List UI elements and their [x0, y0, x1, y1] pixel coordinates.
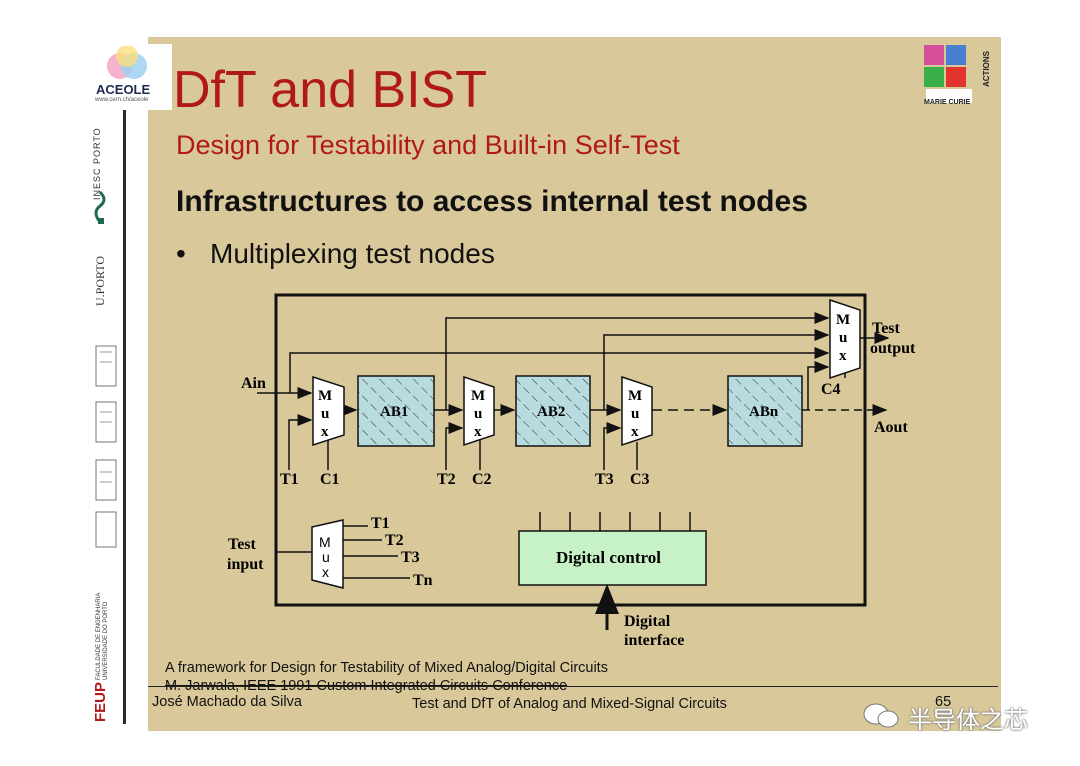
marie-curie-label: MARIE CURIE — [924, 99, 971, 106]
mux-out-label-t3: T3 — [401, 549, 420, 566]
control-output-pins — [539, 512, 691, 531]
bullet-item: • Multiplexing test nodes — [176, 238, 495, 270]
mux-1 — [312, 375, 345, 447]
c1-label: C1 — [320, 471, 340, 488]
block-ab1 — [357, 375, 435, 447]
mux3-u: u — [631, 406, 639, 422]
mux3-x: x — [631, 424, 639, 440]
block-label-abn: ABn — [749, 404, 779, 420]
c2-label: C2 — [472, 471, 492, 488]
c3-label: C3 — [630, 471, 650, 488]
t3-label: T3 — [595, 471, 614, 488]
t1-label: T1 — [280, 471, 299, 488]
mux2-m: M — [471, 388, 485, 404]
mux4-m: M — [836, 312, 850, 328]
block-label-ab2: AB2 — [537, 404, 565, 420]
building-drawing-icon — [95, 345, 117, 548]
sidebar-divider — [123, 110, 126, 724]
diagram-frame — [274, 293, 867, 607]
test-output-label-1: Test — [872, 320, 901, 337]
test-input-label-2: input — [227, 556, 264, 573]
bullet-dot: • — [176, 238, 186, 269]
mux1-x: x — [321, 424, 329, 440]
mux5-m: M — [319, 534, 331, 550]
mux5-u: u — [322, 549, 330, 565]
block-abn — [727, 375, 803, 447]
aceole-circles-icon — [107, 46, 147, 79]
footer-course: Test and DfT of Analog and Mixed-Signal … — [412, 696, 727, 712]
mux-2 — [463, 375, 495, 447]
aceole-url: www.cern.ch/aceole — [95, 97, 149, 103]
marie-curie-icon — [924, 45, 972, 103]
digital-control-label: Digital control — [556, 548, 661, 567]
aceole-name: ACEOLE — [96, 82, 151, 97]
mux2-x: x — [474, 424, 482, 440]
marie-curie-logo: MARIE CURIE ACTIONS — [922, 43, 996, 109]
t2-label: T2 — [437, 471, 456, 488]
mux1-m: M — [318, 388, 332, 404]
mux1-u: u — [321, 406, 329, 422]
watermark-text: 半导体之芯 — [908, 707, 1028, 734]
ain-label: Ain — [241, 375, 266, 392]
bullet-text: Multiplexing test nodes — [210, 238, 495, 269]
section-heading: Infrastructures to access internal test … — [176, 185, 808, 218]
test-input-label-1: Test — [228, 536, 257, 553]
mux2-u: u — [474, 406, 482, 422]
t2-wire — [445, 422, 464, 470]
block-label-ab1: AB1 — [380, 404, 408, 420]
slide-subtitle: Design for Testability and Built-in Self… — [176, 130, 680, 160]
page-number: 65 — [935, 694, 952, 710]
digital-interface-label-1: Digital — [624, 613, 671, 630]
mux-3 — [621, 375, 653, 447]
slide-title: DfT and BIST — [173, 61, 488, 119]
mux-out-label-tn: Tn — [413, 572, 433, 589]
sidebar — [80, 37, 148, 731]
wechat-icon — [863, 703, 899, 728]
tap-ain — [289, 347, 830, 393]
tap-abn — [807, 361, 830, 410]
footer-divider — [148, 686, 998, 687]
mux-test-input — [311, 519, 344, 589]
aout-label: Aout — [874, 419, 908, 436]
mux4-x: x — [839, 348, 847, 364]
mux-test-output — [829, 298, 861, 380]
footer-author: José Machado da Silva — [152, 694, 302, 710]
c4-label: C4 — [821, 381, 841, 398]
inesc-logo-icon — [94, 190, 106, 224]
t1-wire — [288, 414, 313, 470]
mux4-u: u — [839, 330, 847, 346]
t3-wire — [603, 422, 622, 470]
digital-interface-label-2: interface — [624, 632, 684, 649]
mux5-x: x — [322, 564, 329, 580]
tap-ab1 — [445, 312, 830, 410]
reference-line-1: A framework for Design for Testability o… — [165, 660, 608, 676]
block-ab2 — [515, 375, 591, 447]
aceole-logo: ACEOLE www.cern.ch/aceole — [82, 44, 172, 110]
test-output-label-2: output — [870, 340, 916, 357]
mux-out-label-t2: T2 — [385, 532, 404, 549]
mux-out-label-t1: T1 — [371, 515, 390, 532]
mux3-m: M — [628, 388, 642, 404]
tap-ab2 — [603, 329, 830, 410]
